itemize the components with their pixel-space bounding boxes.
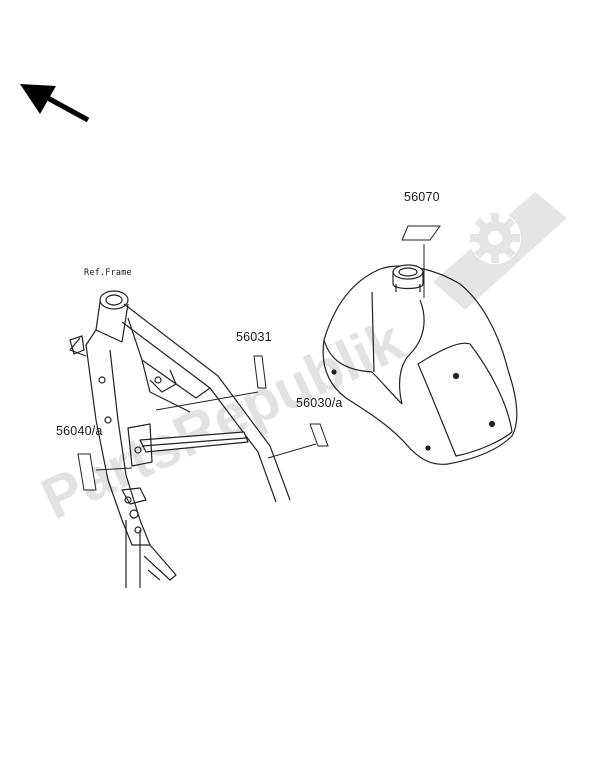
fuel-tank-drawing bbox=[322, 264, 518, 465]
label-56030-decal bbox=[309, 423, 329, 447]
label-56031-decal bbox=[253, 355, 267, 389]
leader-lines bbox=[95, 244, 425, 471]
svg-text:PartsRepublik: PartsRepublik bbox=[32, 308, 414, 532]
watermark: PartsRepublik bbox=[32, 192, 567, 532]
label-56070-decal bbox=[401, 225, 441, 241]
label-56040-decal bbox=[77, 453, 97, 491]
part-number-56030a: 56030/a bbox=[296, 396, 343, 410]
part-number-56040a: 56040/a bbox=[56, 424, 103, 438]
frame-drawing bbox=[69, 290, 291, 588]
part-number-56070: 56070 bbox=[404, 190, 440, 204]
gear-icon bbox=[433, 192, 567, 310]
ref-frame-label: Ref.Frame bbox=[84, 268, 132, 278]
front-arrow-icon bbox=[20, 84, 90, 123]
part-number-56031: 56031 bbox=[236, 330, 272, 344]
